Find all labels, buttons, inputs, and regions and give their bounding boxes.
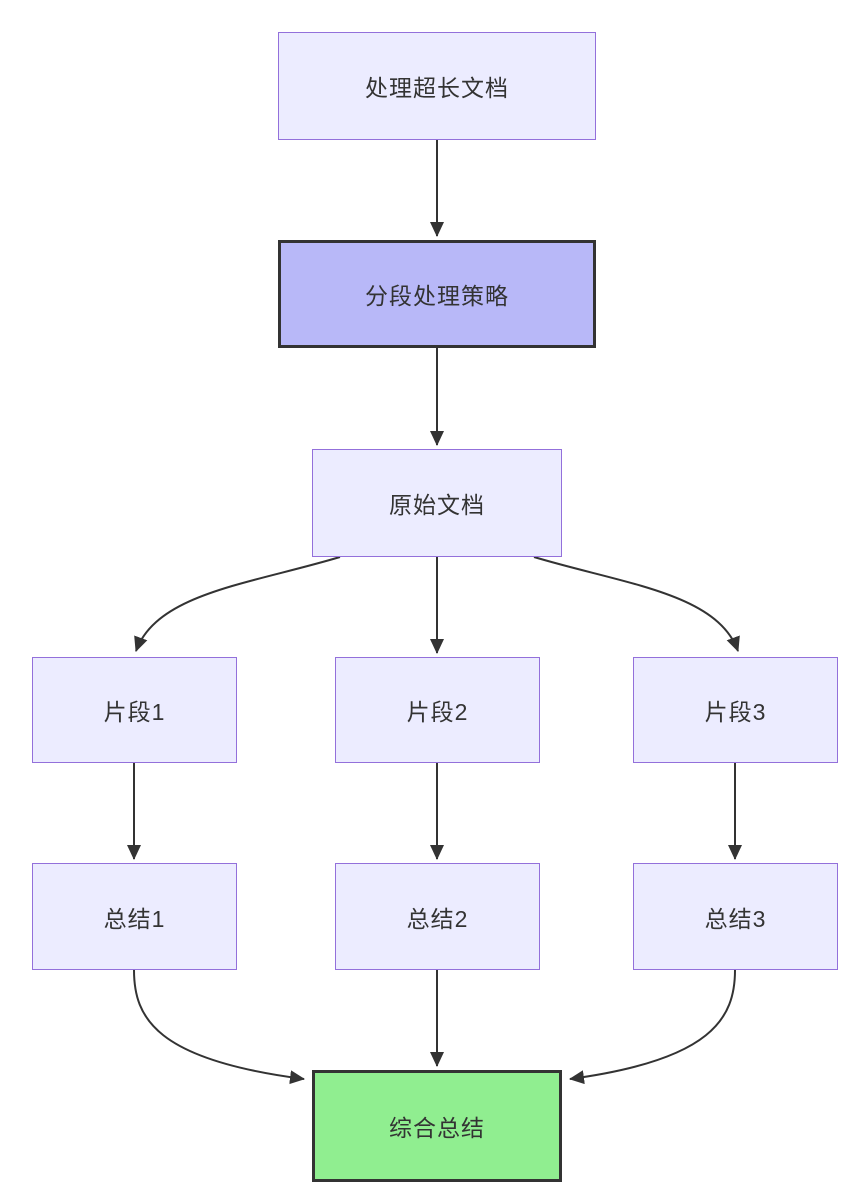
- node-original-document-label: 原始文档: [389, 492, 485, 518]
- edge-c-to-d3: [533, 556, 740, 652]
- node-combined-summary-label: 综合总结: [389, 1115, 485, 1141]
- node-fragment-2: 片段2: [335, 657, 540, 763]
- node-original-document: 原始文档: [312, 449, 562, 557]
- node-process-long-document: 处理超长文档: [278, 32, 596, 140]
- node-process-long-document-label: 处理超长文档: [365, 75, 509, 101]
- node-fragment-3-label: 片段3: [704, 699, 767, 725]
- node-summary-3-label: 总结3: [704, 905, 767, 932]
- node-fragment-3: 片段3: [633, 657, 838, 763]
- node-summary-1: 总结1: [32, 863, 237, 970]
- node-summary-1-label: 总结1: [103, 905, 166, 932]
- edge-c-to-d1: [134, 556, 341, 652]
- node-fragment-1-label: 片段1: [103, 699, 166, 725]
- node-summary-2-label: 总结2: [406, 905, 469, 932]
- edge-e1-to-f: [133, 969, 305, 1085]
- node-summary-2: 总结2: [335, 863, 540, 970]
- node-summary-3: 总结3: [633, 863, 838, 970]
- node-combined-summary: 综合总结: [312, 1070, 562, 1182]
- node-fragment-2-label: 片段2: [406, 699, 469, 725]
- node-segmentation-strategy-label: 分段处理策略: [365, 283, 509, 309]
- edge-e3-to-f: [569, 969, 736, 1085]
- node-fragment-1: 片段1: [32, 657, 237, 763]
- node-segmentation-strategy: 分段处理策略: [278, 240, 596, 348]
